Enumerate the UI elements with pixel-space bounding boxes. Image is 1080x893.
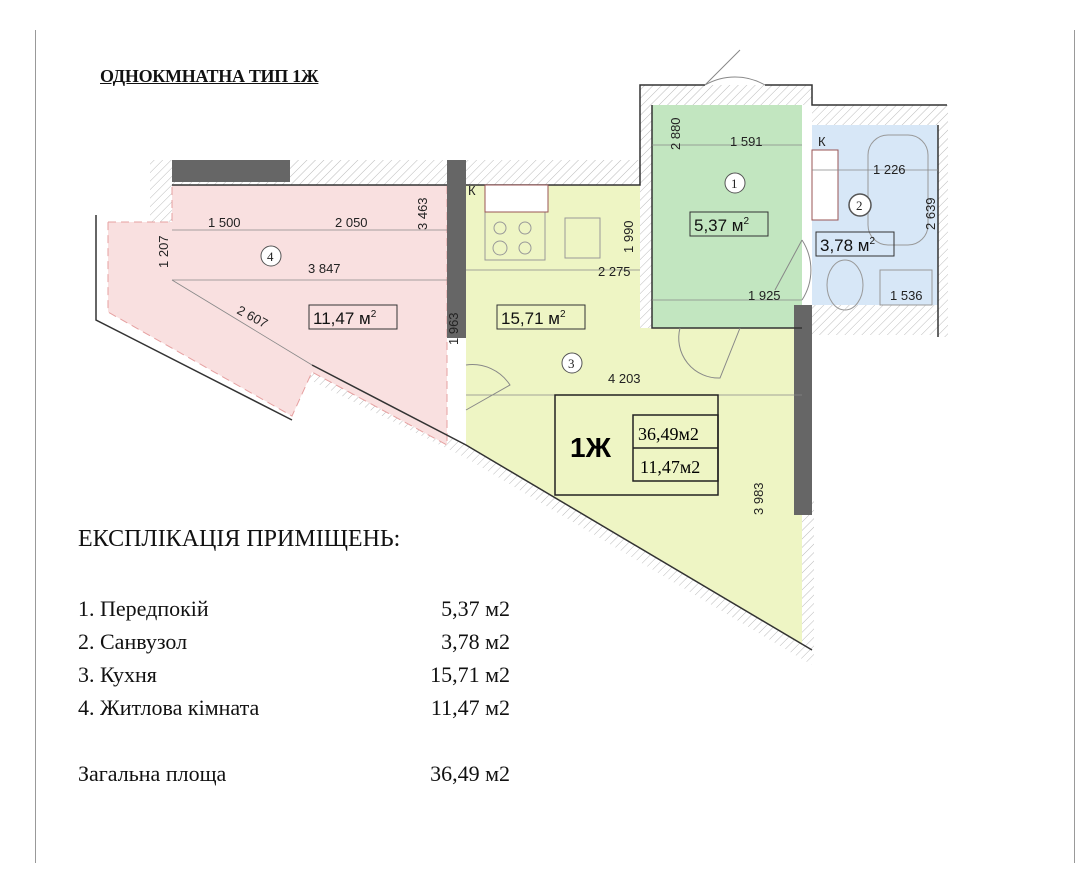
room-area-label: 11,47 м2 [313,309,377,328]
dimension-label: 1 226 [873,162,906,177]
room-name: 1. Передпокій [78,596,209,621]
dimension-label: 2 275 [598,264,631,279]
room-name: 4. Житлова кімната [78,695,260,720]
explication-row: 4. Житлова кімната 11,47 м2 [78,695,510,721]
room-area-label: 5,37 м2 [694,216,750,235]
walls [150,85,948,665]
room-number: 1 [731,176,738,191]
wall-dark [447,160,466,338]
dimension-label: 1 963 [446,312,461,345]
dimension-label: 2 639 [923,197,938,230]
explication-total: Загальна площа 36,49 м2 [78,761,510,787]
dimension-label: 4 203 [608,371,641,386]
total-area: 36,49 м2 [430,761,510,786]
apartment-total-area: 36,49м2 [638,424,699,444]
explication-row: 1. Передпокій 5,37 м2 [78,596,510,622]
dimension-label: 3 983 [751,482,766,515]
dimension-label: 1 591 [730,134,763,149]
room-area: 11,47 м2 [430,695,510,720]
page-border-left [35,30,36,863]
page-border-right [1074,30,1075,863]
room-area-label: 15,71 м2 [501,309,566,328]
room-area: 15,71 м2 [430,662,510,687]
room-name: 3. Кухня [78,662,157,687]
explication-heading: ЕКСПЛІКАЦІЯ ПРИМІЩЕНЬ: [78,526,401,552]
dimension-label: 2 880 [668,117,683,150]
explication-row: 2. Санвузол 3,78 м2 [78,629,510,655]
socket-mark: К [468,183,476,198]
room-area-label: 3,78 м2 [820,236,876,255]
dimension-label: 1 536 [890,288,923,303]
socket-mark: К [818,134,826,149]
total-label: Загальна площа [78,761,227,786]
apartment-badge [554,394,719,496]
wall-dark [172,160,290,182]
room-number: 2 [856,198,863,213]
dimension-label: 2 050 [335,215,368,230]
dimension-label: 1 500 [208,215,241,230]
dimension-label: 1 207 [156,235,171,268]
plan-title: ОДНОКМНАТНА ТИП 1Ж [100,66,319,86]
room-number: 4 [267,249,274,264]
apartment-type: 1Ж [570,432,612,463]
wall-dark [794,305,812,515]
dimension-label: 1 925 [748,288,781,303]
dimension-label: 1 990 [621,220,636,253]
room-name: 2. Санвузол [78,629,188,654]
dimension-label: 3 463 [415,197,430,230]
dimension-label: 3 847 [308,261,341,276]
room-area: 5,37 м2 [441,596,510,621]
explication-row: 3. Кухня 15,71 м2 [78,662,510,688]
room-number: 3 [568,356,575,371]
apartment-living-area: 11,47м2 [640,457,700,477]
room-4-living [107,184,448,446]
room-area: 3,78 м2 [441,629,510,654]
room-1-hallway [652,105,802,328]
